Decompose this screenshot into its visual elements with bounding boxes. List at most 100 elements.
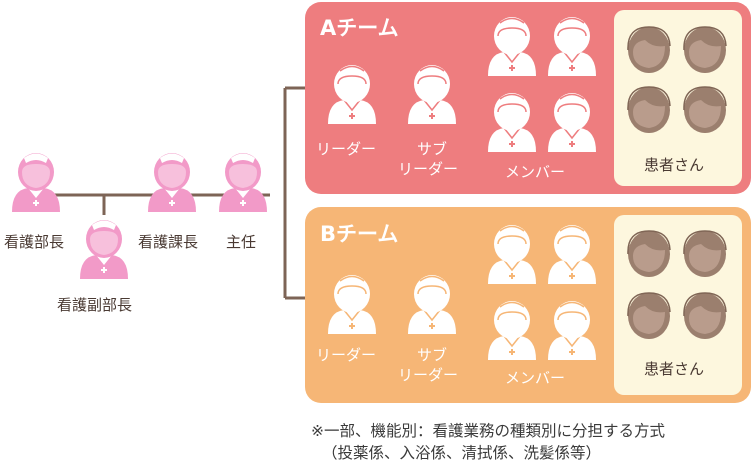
patient-icon [627,292,671,339]
nurse-hairline [557,311,587,321]
team-b-patients-label: 患者さん [644,360,705,378]
nurse-icon [408,275,456,334]
nurse-head [494,225,530,263]
deputy-director-label: 看護副部長 [57,296,133,314]
nurse-cross [429,113,435,119]
nurse-face [22,164,50,188]
nurse-hairline [337,285,367,295]
note-line-1: ※一部、機能別：看護業務の種類別に分担する方式 [311,422,665,440]
nurse-head [554,225,590,263]
nurse-collar [563,51,581,64]
patient-hair [683,230,727,255]
nurse-body [548,260,596,284]
patient-icon [627,26,671,73]
nurse-body [408,310,456,334]
nurse-cap [499,301,525,308]
nurse-hairline [417,285,447,295]
nurse-cross [169,200,175,206]
nurse-head [554,301,590,339]
nurse-icon [328,65,376,124]
nurse-cross [240,200,246,206]
nurse-cap [499,93,525,100]
nurse-collar [503,259,521,272]
section-chief-label: 看護課長 [138,233,199,251]
nurse-hairline [337,75,367,85]
patient-hair [627,230,671,255]
nurse-body [488,52,536,76]
patient-hair [627,86,671,111]
nurse-face [229,164,257,188]
nurse-head [414,275,450,313]
nurse-body [488,260,536,284]
nurse-icon [488,225,536,284]
nurse-hairline [557,235,587,245]
nurse-cap [339,275,365,282]
nurse-head [494,301,530,339]
nurse-cross [509,349,515,355]
nurse-icon [488,17,536,76]
nurse-cap [419,275,445,282]
nurse-cross [33,200,39,206]
team-a-patients-label: 患者さん [644,156,705,174]
patient-face [633,244,665,272]
team-b-members-label: メンバー [505,369,566,387]
nurse-hairline [557,27,587,37]
nurse-icon [12,153,60,212]
nurse-body [488,128,536,152]
nurse-collar [423,99,441,112]
nurse-collar [423,309,441,322]
nurse-hairline [417,75,447,85]
nurse-cap [92,220,116,230]
nurse-body [328,100,376,124]
patient-icon [683,230,727,277]
nurse-cross [569,349,575,355]
nurse-cap [339,65,365,72]
nurse-cross [569,273,575,279]
nurse-body [488,336,536,360]
nurse-hairline [497,311,527,321]
nurse-icon [488,301,536,360]
team-b-subleader-label-1: サブ [417,346,448,364]
nurse-cap [419,65,445,72]
nurse-hairline [557,103,587,113]
patient-face [633,306,665,334]
nurse-icon [219,153,267,212]
patient-icon [683,26,727,73]
nurse-hairline [497,27,527,37]
nurse-cap [160,153,184,163]
team-a-members-label: メンバー [505,163,566,181]
team-a-subleader-label-2: リーダー [398,160,459,178]
nurse-cross [569,65,575,71]
patient-face [633,100,665,128]
nurse-cap [24,153,48,163]
patient-face [689,306,721,334]
nurse-face [158,164,186,188]
nurse-collar [503,335,521,348]
nurse-head [494,17,530,55]
nurse-cap [559,225,585,232]
nurse-icon [408,65,456,124]
team-b-leader-label: リーダー [316,346,377,364]
nurse-cap [559,93,585,100]
nurse-cap [559,17,585,24]
nurse-collar [503,51,521,64]
nurse-body [328,310,376,334]
nurse-cross [509,273,515,279]
nurse-collar [503,127,521,140]
nurse-icon [488,93,536,152]
patient-icon [627,86,671,133]
nurse-icon [328,275,376,334]
nurse-body [408,100,456,124]
nurse-cap [499,17,525,24]
nurse-collar [343,99,361,112]
team-a-leader-label: リーダー [316,140,377,158]
nurse-head [334,275,370,313]
patient-icon [683,86,727,133]
nurse-face [90,231,118,255]
chief-label: 主任 [226,233,257,251]
nurse-cross [429,323,435,329]
note-line-2: （投薬係、入浴係、清拭係、洗髪係等） [322,444,602,462]
team-a-title: Aチーム [320,16,399,40]
nurse-icon [148,153,196,212]
